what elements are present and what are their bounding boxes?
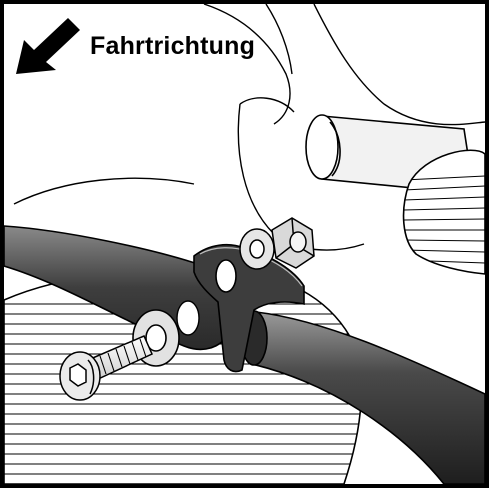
direction-arrow-icon [16,18,80,74]
illustration-canvas [4,4,485,484]
hex-socket [69,363,87,387]
hex-bolt [59,335,153,401]
direction-label: Fahrtrichtung [90,32,256,60]
pedal [402,149,485,275]
strap-hole [176,300,200,336]
bracket-hole [215,259,237,293]
frame-outline [13,4,485,251]
nut-assembly [239,217,315,270]
